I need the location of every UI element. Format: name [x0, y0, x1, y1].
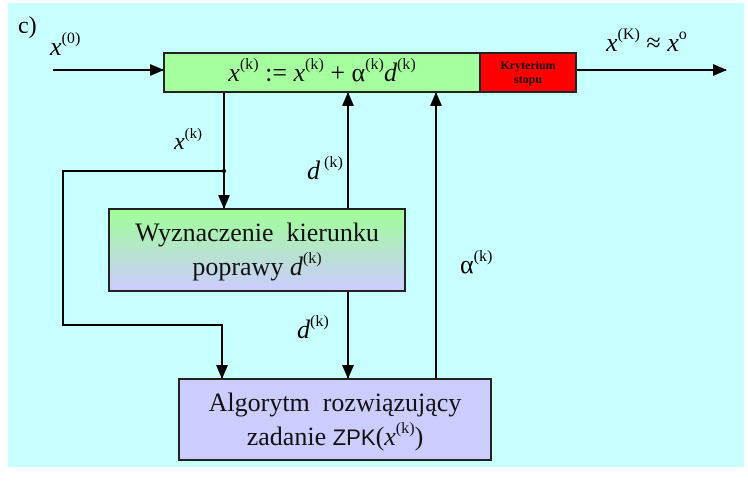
edge-label-xk: x(k) — [174, 126, 202, 155]
paren-open: ( — [375, 421, 385, 451]
input-sup: (0) — [61, 29, 81, 47]
d-sup: (k) — [396, 55, 416, 73]
direction-line2: poprawy d(k) — [192, 250, 321, 284]
alpha-edge-var: α — [460, 250, 474, 279]
lhs-var: x — [228, 57, 240, 87]
xk-var: x — [174, 129, 185, 155]
edge-label-dk-up: d (k) — [294, 132, 343, 184]
algorithm-line2: zadanie ZPK(x(k)) — [247, 420, 424, 454]
stop-line2: stopu — [513, 71, 542, 86]
direction-line1: Wyznaczenie kierunku — [135, 218, 379, 248]
paren-close: ) — [414, 421, 424, 451]
direction-line2-text: poprawy — [192, 252, 290, 281]
edge-label-alpha: α(k) — [460, 248, 492, 279]
update-step-box: x(k) := x(k) + α(k)d(k) — [163, 52, 481, 93]
xk-to-algorithm-arrow — [62, 170, 228, 379]
output-sup: (K) — [617, 25, 640, 43]
alpha-var: α — [351, 57, 366, 87]
edge-label-dk-down: d(k) — [297, 313, 329, 344]
alpha-edge-sup: (k) — [473, 247, 493, 265]
input-var: x — [50, 32, 62, 61]
lhs-sup: (k) — [239, 55, 259, 73]
assign-op: := — [258, 57, 294, 87]
output-var2: x — [667, 28, 679, 57]
stop-criterion-label: Kryterium stopu — [500, 57, 556, 87]
update-formula: x(k) := x(k) + α(k)d(k) — [228, 55, 416, 88]
algorithm-var: x — [384, 421, 396, 451]
dk-down-sup: (k) — [310, 312, 329, 330]
rhs-sup: (k) — [305, 55, 324, 73]
dk-up-var: d — [307, 156, 320, 185]
direction-sup: (k) — [302, 249, 322, 267]
algorithm-line2-text: zadanie — [246, 421, 333, 451]
output-sup2: o — [678, 25, 687, 43]
panel-label: c) — [18, 13, 37, 39]
rhs-var: x — [293, 57, 306, 87]
alpha-sup: (k) — [365, 55, 384, 73]
stop-line1: Kryterium — [500, 57, 556, 72]
algorithm-sup: (k) — [395, 419, 415, 437]
direction-var: d — [289, 252, 303, 281]
d-var: d — [383, 57, 397, 87]
direction-box: Wyznaczenie kierunku poprawy d(k) — [108, 208, 406, 292]
dk-up-sup: (k) — [320, 153, 343, 171]
algorithm-box: Algorytm rozwiązujący zadanie ZPK(x(k)) — [178, 378, 492, 461]
output-var: x — [606, 28, 618, 57]
xk-sup: (k) — [184, 125, 203, 142]
dk-down-var: d — [297, 315, 310, 344]
stop-criterion-box: Kryterium stopu — [479, 52, 577, 93]
input-label: x(0) — [50, 30, 80, 61]
algorithm-line1: Algorytm rozwiązujący — [208, 387, 462, 417]
zpk-label: ZPK — [332, 424, 376, 450]
output-label: x(K) ≈ xo — [606, 26, 687, 57]
output-approx: ≈ — [646, 28, 661, 57]
plus-op: + — [323, 57, 352, 87]
